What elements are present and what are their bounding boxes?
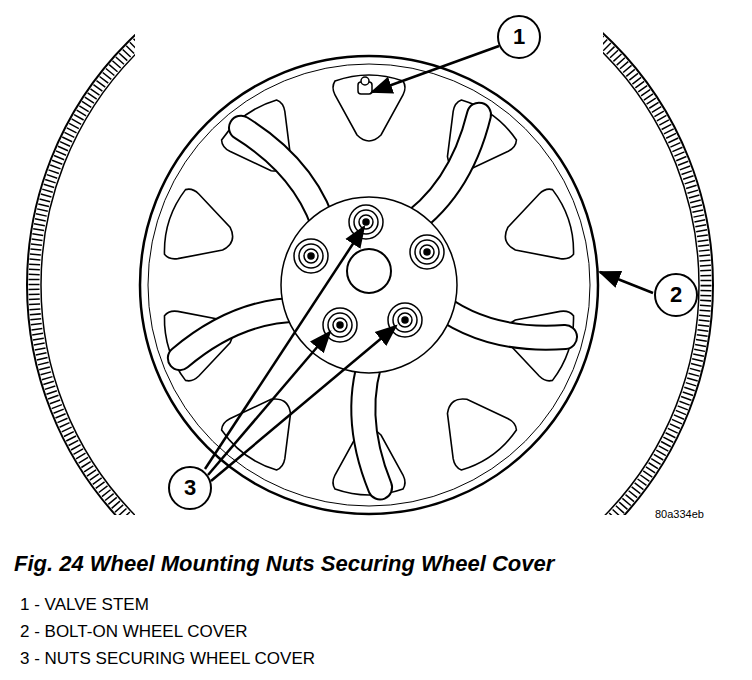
parts-list-item: 1 - VALVE STEM xyxy=(20,595,149,615)
figure-caption: Fig. 24 Wheel Mounting Nuts Securing Whe… xyxy=(14,551,554,577)
callout-circle: 2 xyxy=(654,273,698,317)
callout-number: 1 xyxy=(513,26,525,48)
parts-list-item: 3 - NUTS SECURING WHEEL COVER xyxy=(20,649,315,669)
parts-list-item: 2 - BOLT-ON WHEEL COVER xyxy=(20,622,248,642)
callout-number: 3 xyxy=(184,477,196,499)
callout-circle: 3 xyxy=(168,466,212,510)
drawing-code: 80a334eb xyxy=(655,508,704,520)
callout-circle: 1 xyxy=(497,15,541,59)
callout-number: 2 xyxy=(670,284,682,306)
